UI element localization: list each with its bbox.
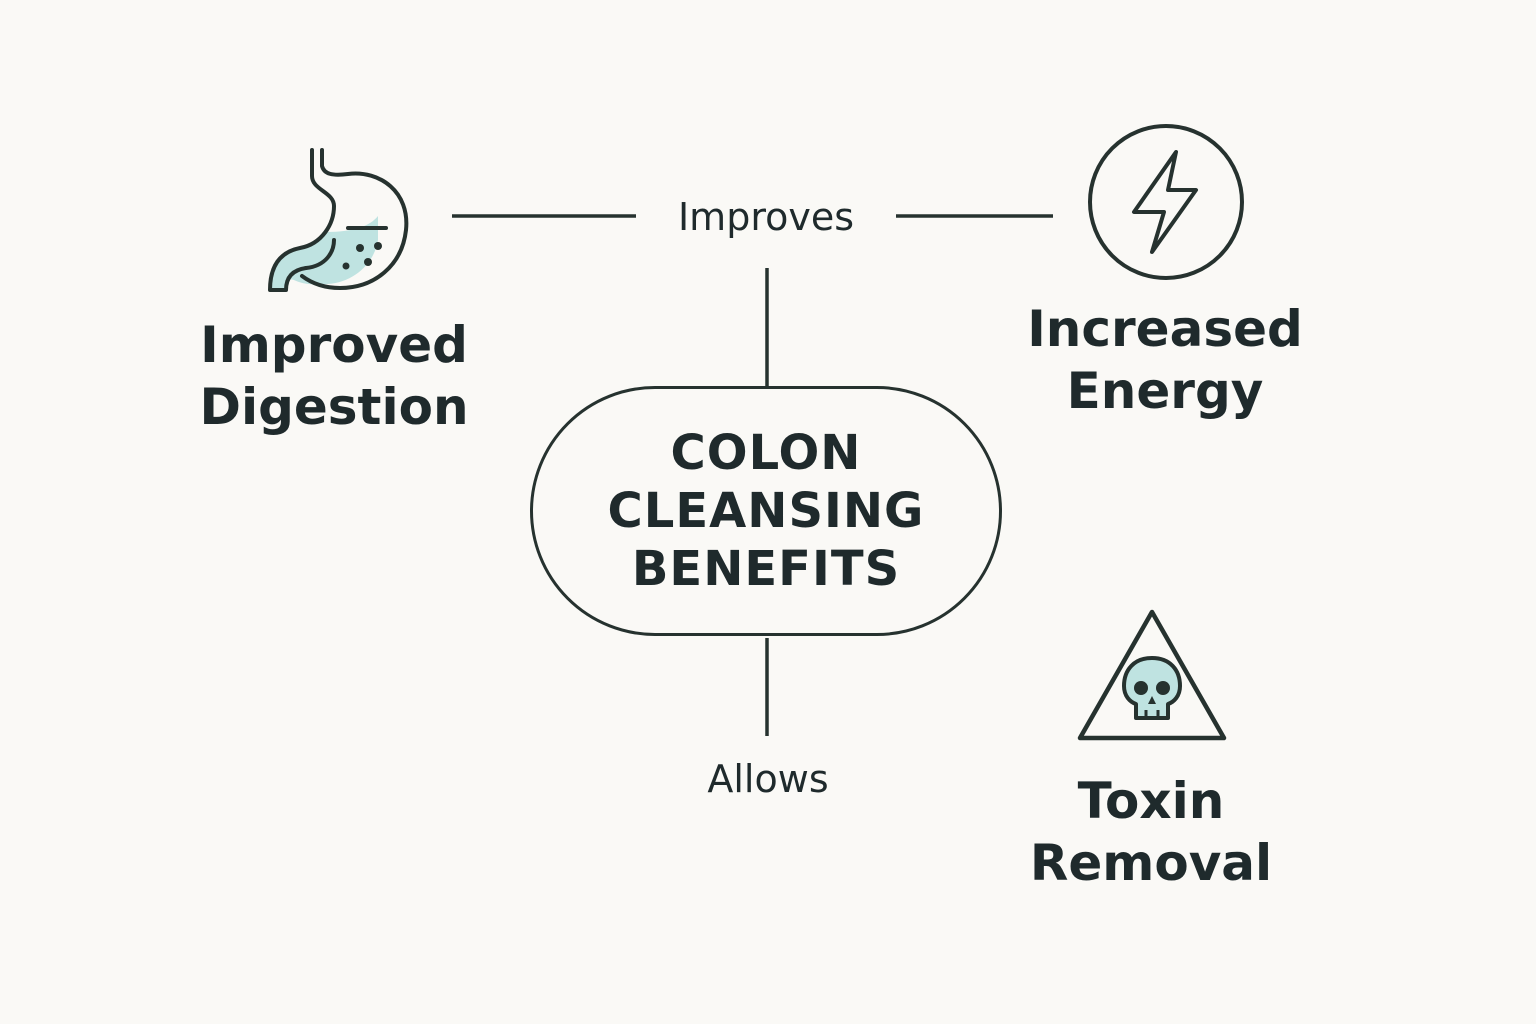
edge-label-improves: Improves — [677, 195, 855, 239]
node-improved-digestion: Improved Digestion — [196, 314, 472, 438]
edge-label-allows: Allows — [707, 757, 829, 801]
node-label-line: Improved — [200, 316, 468, 374]
node-label-line: Removal — [1029, 834, 1273, 892]
node-increased-energy: Increased Energy — [1020, 298, 1310, 422]
center-label-line: CLEANSING — [607, 483, 925, 539]
center-label-line: COLON — [670, 425, 862, 481]
lightning-bolt-icon — [1088, 124, 1244, 280]
skull-warning-icon — [1077, 609, 1227, 741]
center-label-line: BENEFITS — [631, 541, 901, 597]
node-toxin-removal: Toxin Removal — [1016, 770, 1286, 894]
node-label-line: Increased — [1027, 300, 1303, 358]
node-label-line: Digestion — [199, 378, 469, 436]
center-node-colon-cleansing-benefits: COLON CLEANSING BENEFITS — [530, 386, 1002, 636]
stomach-icon — [268, 148, 409, 292]
node-label-line: Toxin — [1077, 772, 1225, 830]
node-label-line: Energy — [1066, 362, 1264, 420]
